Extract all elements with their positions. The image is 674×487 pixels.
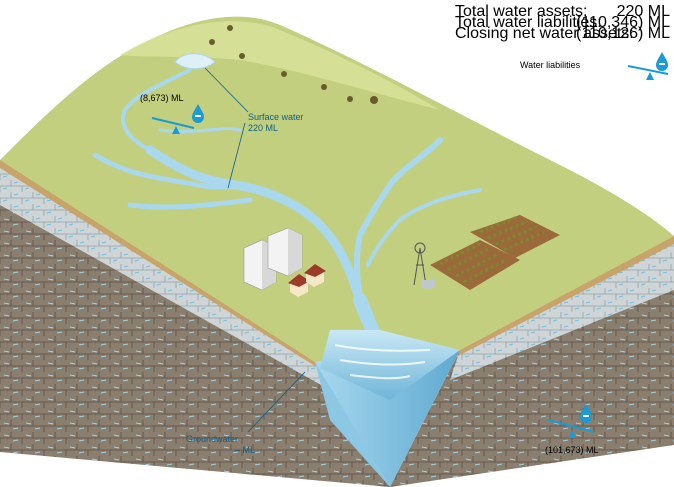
summary-row-net: Closing net water assets: (110,126) ML (455, 25, 670, 42)
summary-row-assets: Total water assets: 220 ML (455, 3, 670, 20)
crop-fields (430, 214, 560, 290)
summary-value: (110,126) ML (576, 25, 670, 42)
block-right-wall (390, 236, 674, 487)
legend-water-liabilities-label: Water liabilities (520, 60, 581, 70)
water-body (315, 330, 460, 487)
land-surface (0, 16, 674, 362)
block-left-wall (0, 160, 390, 487)
summary-value: 220 ML (616, 3, 670, 20)
summary-label: Closing net water assets: (455, 25, 634, 42)
headwater-lake (174, 53, 216, 70)
summary-row-liabilities: Total water liabilities: (110,346) ML (455, 14, 670, 31)
city-buildings (243, 227, 303, 291)
leader-lines (204, 67, 306, 433)
summary-value: (110,346) ML (576, 14, 670, 31)
summary-label: Total water assets: (455, 3, 588, 20)
surface-liability-balance-icon (151, 104, 204, 134)
groundwater-value: – ML (235, 445, 256, 455)
surface-water-value: 220 ML (248, 123, 279, 133)
surface-water-label: Surface water (248, 112, 304, 122)
surface-liability-value: (8,673) ML (140, 93, 184, 103)
groundwater-liability-value: (101,673) ML (545, 445, 599, 455)
houses (288, 264, 326, 297)
groundwater-label: Groundwater (186, 434, 239, 444)
summary-label: Total water liabilities: (455, 14, 602, 31)
windmill (413, 242, 435, 289)
liability-balance-icon (627, 52, 669, 80)
groundwater-liability-balance-icon (547, 404, 595, 438)
trees (209, 25, 378, 104)
